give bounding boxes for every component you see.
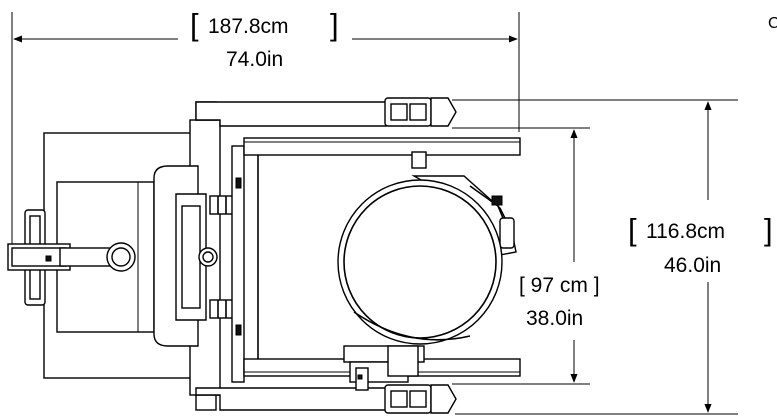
overall-length-metric: 187.8cm <box>208 15 289 38</box>
overall-length-bracket-open: [ <box>190 7 199 42</box>
inner-width-imperial: 38.0in <box>526 307 583 330</box>
overall-width-dimension: [ 116.8cm ] 46.0in <box>452 99 773 415</box>
overall-width-imperial: 46.0in <box>664 254 721 277</box>
inner-width-dimension: [ 97 cm ] 38.0in <box>452 127 600 385</box>
overall-length-imperial: 74.0in <box>226 48 283 71</box>
overall-width-bracket-open: [ <box>628 212 637 247</box>
overall-width-bracket-close: ] <box>764 212 773 247</box>
lower-outer-fork <box>195 384 457 414</box>
clamp-bracket <box>343 345 425 391</box>
tiller-handle <box>7 209 136 306</box>
inner-width-metric: [ 97 cm ] <box>519 274 600 297</box>
upper-inner-fork <box>243 137 521 156</box>
overall-length-bracket-close: ] <box>330 7 339 42</box>
corner-label: C <box>768 15 777 32</box>
overall-length-dimension: [ 187.8cm ] 74.0in <box>11 7 520 262</box>
overall-width-metric: 116.8cm <box>646 220 725 243</box>
upper-outer-fork <box>195 97 457 127</box>
drum <box>337 151 517 345</box>
